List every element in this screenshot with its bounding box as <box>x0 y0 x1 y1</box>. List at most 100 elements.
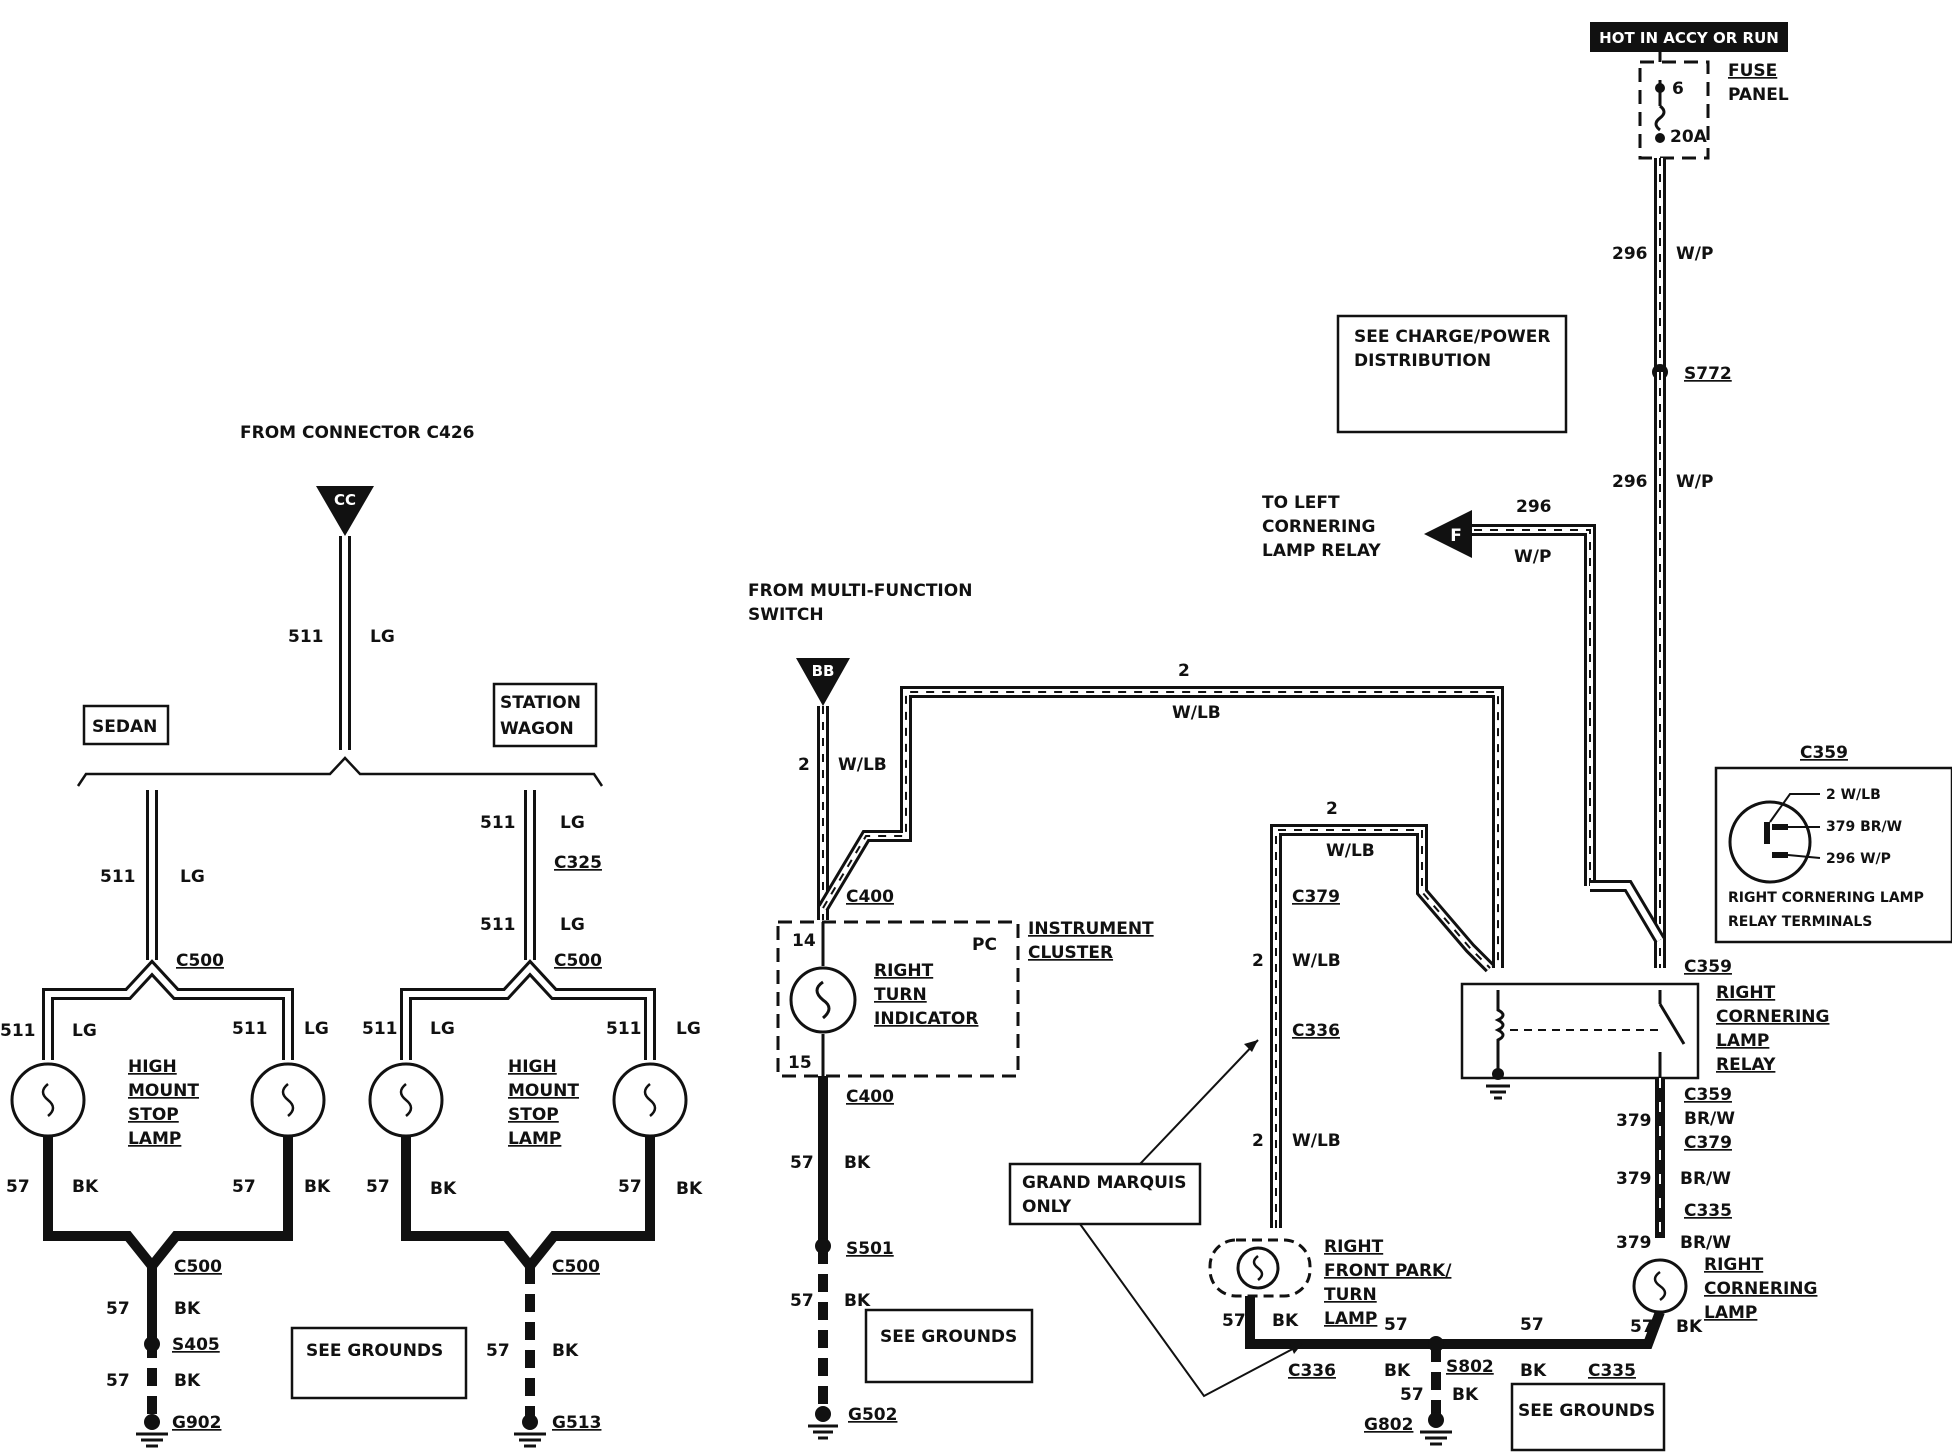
fuse-number: 6 <box>1672 79 1684 99</box>
mfs-arrow <box>796 658 850 706</box>
relay-2: CORNERING <box>1716 1007 1829 1027</box>
bk-label-m1: BK <box>844 1153 871 1173</box>
c57-label-m2: 57 <box>790 1291 814 1311</box>
c359-label-2: C359 <box>1684 1085 1732 1105</box>
g802-ground <box>1420 1430 1452 1446</box>
fuse-panel-label-2: PANEL <box>1728 85 1789 105</box>
c57-label-m1: 57 <box>790 1153 814 1173</box>
c511-label-s2: 511 <box>0 1021 36 1041</box>
c57-label-r4: 57 <box>1630 1317 1654 1337</box>
c325-label: C325 <box>554 853 602 873</box>
c426-arrow <box>316 486 374 536</box>
c511-label-t: 511 <box>288 627 324 647</box>
brw-label-3: BR/W <box>1680 1233 1731 1253</box>
indicator-2: TURN <box>874 985 927 1005</box>
s501-label: S501 <box>846 1239 894 1259</box>
lg-label-w1: LG <box>560 813 585 833</box>
wp-label-3: W/P <box>1514 547 1551 567</box>
c379-num-3: 379 <box>1616 1233 1652 1253</box>
c359-pin1: 2 W/LB <box>1826 787 1881 803</box>
cornering-lamp-2: CORNERING <box>1704 1279 1817 1299</box>
c296-label-2: 296 <box>1612 472 1648 492</box>
hmsl-w3: STOP <box>508 1105 559 1125</box>
c379-label-1: C379 <box>1292 887 1340 907</box>
bk-label-w2: BK <box>676 1179 703 1199</box>
to-left-relay-2: CORNERING <box>1262 517 1375 537</box>
c511-label-w1: 511 <box>480 813 516 833</box>
lg-label-w4: LG <box>676 1019 701 1039</box>
g902-label: G902 <box>172 1413 221 1433</box>
lg-label-s1: LG <box>180 867 205 887</box>
c500-label-s1: C500 <box>176 951 224 971</box>
c57-label-w1: 57 <box>366 1177 390 1197</box>
s802-label: S802 <box>1446 1357 1494 1377</box>
c359-label-1: C359 <box>1684 957 1732 977</box>
bk-label-s3: BK <box>174 1299 201 1319</box>
front-park-lamp-box <box>1208 1238 1312 1298</box>
relay-3: LAMP <box>1716 1031 1769 1051</box>
bk-label-w1: BK <box>430 1179 457 1199</box>
wp-label-2: W/P <box>1676 472 1713 492</box>
c511-label-s1: 511 <box>100 867 136 887</box>
bk-label-r4: BK <box>1676 1317 1703 1337</box>
c296-label-1: 296 <box>1612 244 1648 264</box>
see-grounds-r: SEE GROUNDS <box>1518 1401 1655 1421</box>
c336-label-2: C336 <box>1288 1361 1336 1381</box>
grand-marquis-2: ONLY <box>1022 1197 1072 1217</box>
see-charge-box <box>1336 314 1568 434</box>
c359-pin2: 379 BR/W <box>1826 819 1902 835</box>
see-grounds-m: SEE GROUNDS <box>880 1327 1017 1347</box>
see-grounds-box-m <box>864 1308 1034 1384</box>
wlb-label-5: W/LB <box>1292 1131 1341 1151</box>
front-park-4: LAMP <box>1324 1309 1377 1329</box>
grand-marquis-box <box>1008 1162 1202 1226</box>
fuse-panel-label: FUSE <box>1728 61 1777 81</box>
brw-label-1: BR/W <box>1684 1109 1735 1129</box>
c511-label-w4: 511 <box>606 1019 642 1039</box>
wp-label-1: W/P <box>1676 244 1713 264</box>
cornering-lamp-3: LAMP <box>1704 1303 1757 1323</box>
c57-label-r1: 57 <box>1222 1311 1246 1331</box>
left-relay-tag: F <box>1450 526 1462 546</box>
g502-ground <box>808 1424 838 1440</box>
c2-label-1: 2 <box>798 755 810 775</box>
c500-label-s2: C500 <box>174 1257 222 1277</box>
relay-coil <box>1494 990 1505 1072</box>
hmsl-w2: MOUNT <box>508 1081 579 1101</box>
wlb-label-3: W/LB <box>1326 841 1375 861</box>
s772-label: S772 <box>1684 364 1732 384</box>
sedan-box <box>82 704 170 746</box>
wlb-label-4: W/LB <box>1292 951 1341 971</box>
c57-label-s4: 57 <box>106 1371 130 1391</box>
pin14: 14 <box>792 931 816 951</box>
bk-label-s2: BK <box>304 1177 331 1197</box>
to-left-relay-3: LAMP RELAY <box>1262 541 1381 561</box>
see-grounds-box-l <box>290 1326 468 1400</box>
c2-label-3: 2 <box>1326 799 1338 819</box>
c359-caption-1: RIGHT CORNERING LAMP <box>1728 890 1924 906</box>
see-charge-2: DISTRIBUTION <box>1354 351 1491 371</box>
c336-label-1: C336 <box>1292 1021 1340 1041</box>
c57-label-w3: 57 <box>486 1341 510 1361</box>
c359-inset-title: C359 <box>1800 743 1848 763</box>
fuse-box <box>1638 60 1710 160</box>
c57-label-r5: 57 <box>1400 1385 1424 1405</box>
wlb-label-2: W/LB <box>1172 703 1221 723</box>
g502-label: G502 <box>848 1405 897 1425</box>
front-park-2: FRONT PARK/ <box>1324 1261 1452 1281</box>
lg-label-s3: LG <box>304 1019 329 1039</box>
hot-label: HOT IN ACCY OR RUN <box>1599 29 1779 47</box>
hmsl-w4: LAMP <box>508 1129 561 1149</box>
hmsl-s1: HIGH <box>128 1057 177 1077</box>
c359-pin3: 296 W/P <box>1826 851 1891 867</box>
hmsl-s2: MOUNT <box>128 1081 199 1101</box>
lg-label-s2: LG <box>72 1021 97 1041</box>
c2-label-2: 2 <box>1178 661 1190 681</box>
s405-splice <box>144 1336 160 1352</box>
lg-label-w3: LG <box>430 1019 455 1039</box>
wagon-1: STATION <box>500 693 581 713</box>
lg-label-t: LG <box>370 627 395 647</box>
c2-label-4: 2 <box>1252 951 1264 971</box>
pc-label: PC <box>972 935 997 955</box>
